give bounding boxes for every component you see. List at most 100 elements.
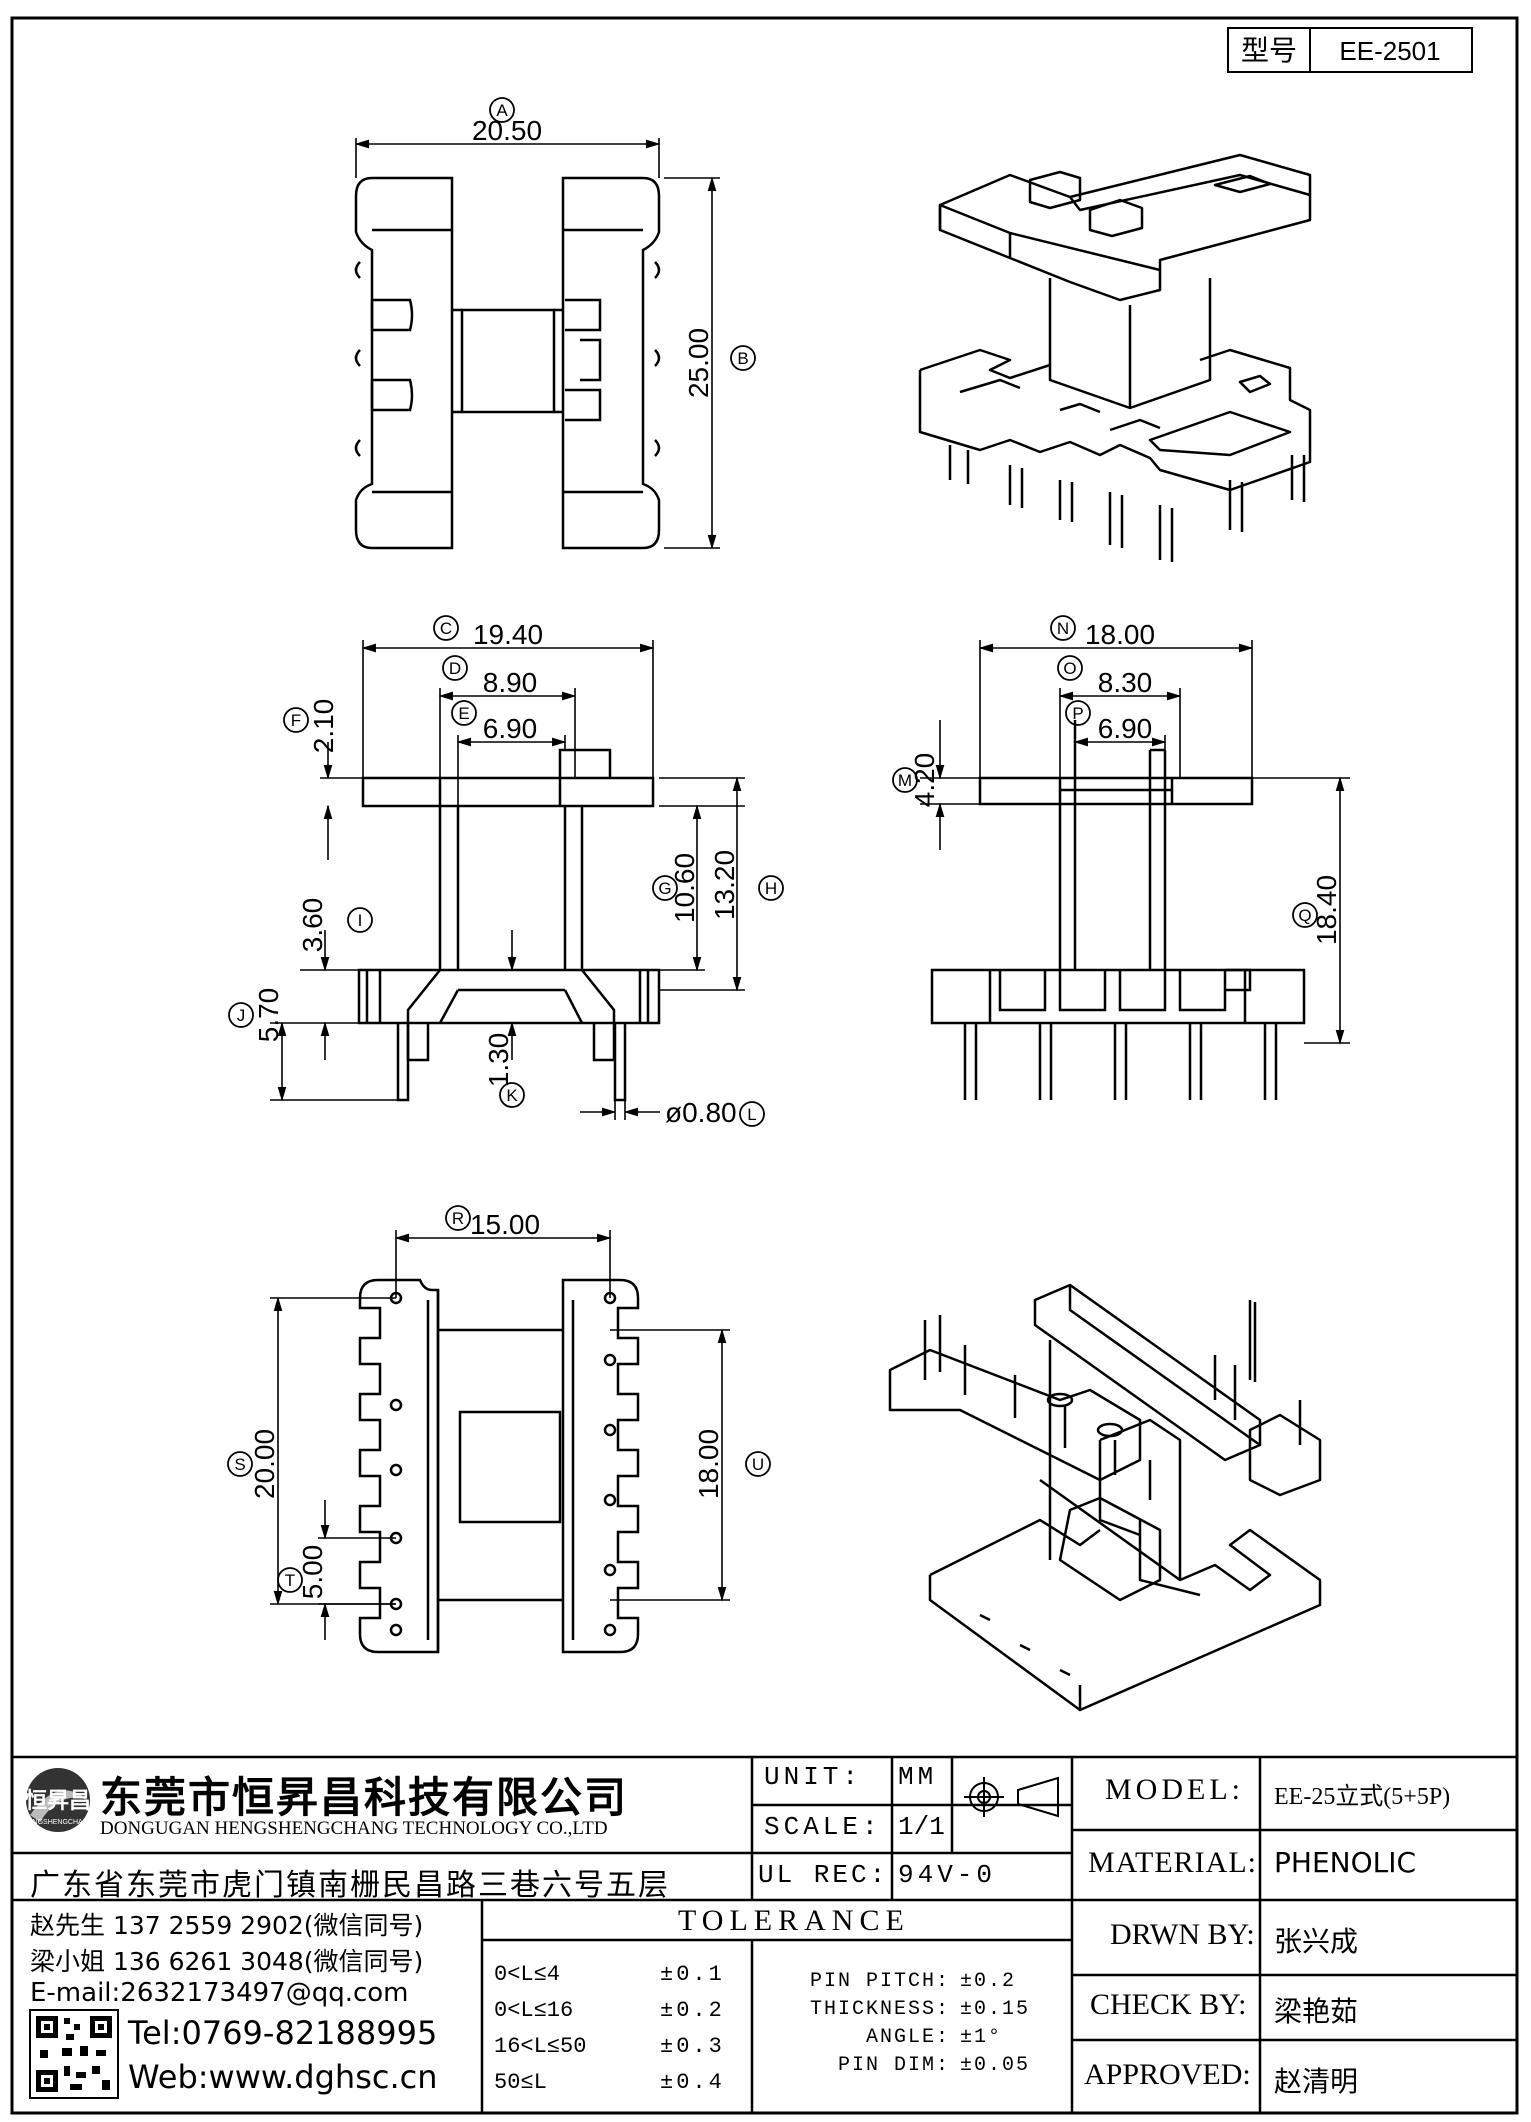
dim-L-value: ø0.80 — [665, 1097, 737, 1128]
unit-label: UNIT: — [764, 1762, 863, 1792]
dim-I-marker — [347, 907, 373, 933]
logo-subtext: HENGSHENGCHANG — [23, 1819, 93, 1826]
ulrec-value: 94V-0 — [898, 1860, 997, 1890]
dim-B-marker — [730, 345, 756, 371]
dim-E-marker — [451, 700, 477, 726]
spec-value-3: ±1° — [960, 2026, 1003, 2049]
dim-K-value: 1.30 — [483, 1033, 514, 1088]
dim-F-value: 2.10 — [308, 699, 339, 754]
dim-S-marker — [227, 1451, 253, 1477]
bottom-view — [358, 1278, 640, 1654]
front-view — [930, 720, 1306, 1100]
qr-code — [29, 2009, 119, 2099]
tol-range-4: 50≤L — [494, 2070, 547, 2095]
telephone: Tel:0769-82188995 — [128, 2014, 438, 2052]
dim-C-marker — [433, 615, 459, 641]
email: E-mail:2632173497@qq.com — [30, 1978, 409, 2008]
model-value: EE-25立式(5+5P) — [1274, 1784, 1451, 1810]
dim-H-value: 13.20 — [709, 850, 740, 920]
tol-value-4: ±0.4 — [660, 2070, 725, 2095]
dim-L-letter: L — [747, 1105, 756, 1124]
header-model-value: EE-2501 — [1339, 36, 1440, 66]
dim-O-letter: O — [1063, 659, 1076, 678]
dim-N-letter: N — [1057, 619, 1069, 638]
dim-H-letter: H — [765, 879, 777, 898]
dim-F-marker — [283, 707, 309, 733]
scale-value: 1/1 — [898, 1812, 945, 1842]
approved-label: APPROVED: — [1084, 2058, 1251, 2091]
dim-H-marker — [758, 875, 784, 901]
iso-view-top — [918, 153, 1312, 562]
dim-S-letter: S — [234, 1455, 245, 1474]
dim-O-value: 8.30 — [1098, 667, 1153, 698]
dim-M-value: 4.20 — [909, 753, 940, 808]
dim-N-value: 18.00 — [1085, 619, 1155, 650]
spec-value-4: ±0.05 — [960, 2054, 1031, 2077]
unit-value: MM — [898, 1762, 938, 1792]
dim-P-letter: P — [1072, 704, 1083, 723]
dim-T-marker — [277, 1567, 303, 1593]
dim-R-marker — [445, 1205, 471, 1231]
website: Web:www.dghsc.cn — [128, 2058, 438, 2096]
projection-symbol — [964, 1776, 1059, 1818]
header-model-label: 型号 — [1241, 35, 1297, 66]
dim-O-marker — [1057, 655, 1083, 681]
contact-2: 梁小姐 136 6261 3048(微信同号) — [30, 1947, 424, 1976]
dim-G-value: 10.60 — [669, 853, 700, 923]
dim-C-letter: C — [440, 619, 452, 638]
dim-K-letter: K — [506, 1086, 518, 1105]
drwn-value: 张兴成 — [1274, 1925, 1359, 1958]
check-value: 梁艳茹 — [1274, 1995, 1359, 2028]
title-block-grid — [12, 1755, 1517, 2113]
dim-S-value: 20.00 — [249, 1429, 280, 1499]
dim-R-letter: R — [452, 1209, 464, 1228]
spec-label-3: ANGLE: — [865, 2026, 950, 2049]
sheet-border — [10, 16, 1519, 2115]
top-view-dims — [354, 138, 720, 550]
dim-G-marker — [652, 875, 678, 901]
dim-I-letter: I — [358, 911, 363, 930]
approved-value: 赵清明 — [1274, 2065, 1359, 2098]
dim-P-marker — [1065, 700, 1091, 726]
tol-range-3: 16<L≤50 — [494, 2034, 587, 2059]
scale-label: SCALE: — [764, 1812, 882, 1842]
spec-value-2: ±0.15 — [960, 1998, 1031, 2021]
ulrec-label: UL REC: — [758, 1860, 889, 1890]
dim-K-marker — [499, 1082, 525, 1108]
side-view-dims — [270, 640, 745, 1120]
dim-D-marker — [442, 655, 468, 681]
front-view-dims — [920, 640, 1350, 1045]
dim-Q-letter: Q — [1298, 906, 1311, 925]
dim-U-marker — [745, 1451, 771, 1477]
dim-G-letter: G — [658, 879, 671, 898]
spec-label-4: PIN DIM: — [837, 2054, 950, 2077]
material-value: PHENOLIC — [1274, 1846, 1417, 1879]
spec-label-2: THICKNESS: — [809, 1998, 950, 2021]
dim-J-value: 5.70 — [253, 988, 284, 1043]
dim-Q-marker — [1292, 902, 1318, 928]
material-label: MATERIAL: — [1088, 1846, 1257, 1879]
company-name-cn: 东莞市恒昇昌科技有限公司 — [100, 1773, 629, 1822]
iso-view-bottom — [888, 1283, 1322, 1712]
model-label: MODEL: — [1105, 1773, 1244, 1806]
dim-D-value: 8.90 — [483, 667, 538, 698]
dim-B-letter: B — [737, 349, 748, 368]
top-view — [354, 176, 661, 550]
side-view — [357, 748, 661, 1102]
spec-value-1: ±0.2 — [960, 1970, 1017, 1993]
tol-value-3: ±0.3 — [660, 2034, 725, 2059]
dim-A-value: 20.50 — [472, 115, 542, 146]
header-model-box: 型号 EE-2501 — [1227, 27, 1473, 73]
tol-range-2: 0<L≤16 — [494, 1998, 574, 2023]
dim-I-value: 3.60 — [297, 898, 328, 953]
dim-U-letter: U — [752, 1455, 764, 1474]
dim-A-marker — [489, 97, 515, 123]
tol-value-2: ±0.2 — [660, 1998, 725, 2023]
dim-J-marker — [228, 1002, 254, 1028]
dim-U-value: 18.00 — [693, 1429, 724, 1499]
dim-E-letter: E — [458, 704, 469, 723]
contact-1: 赵先生 137 2559 2902(微信同号) — [30, 1911, 424, 1940]
check-label: CHECK BY: — [1090, 1988, 1247, 2021]
drwn-label: DRWN BY: — [1110, 1918, 1255, 1951]
